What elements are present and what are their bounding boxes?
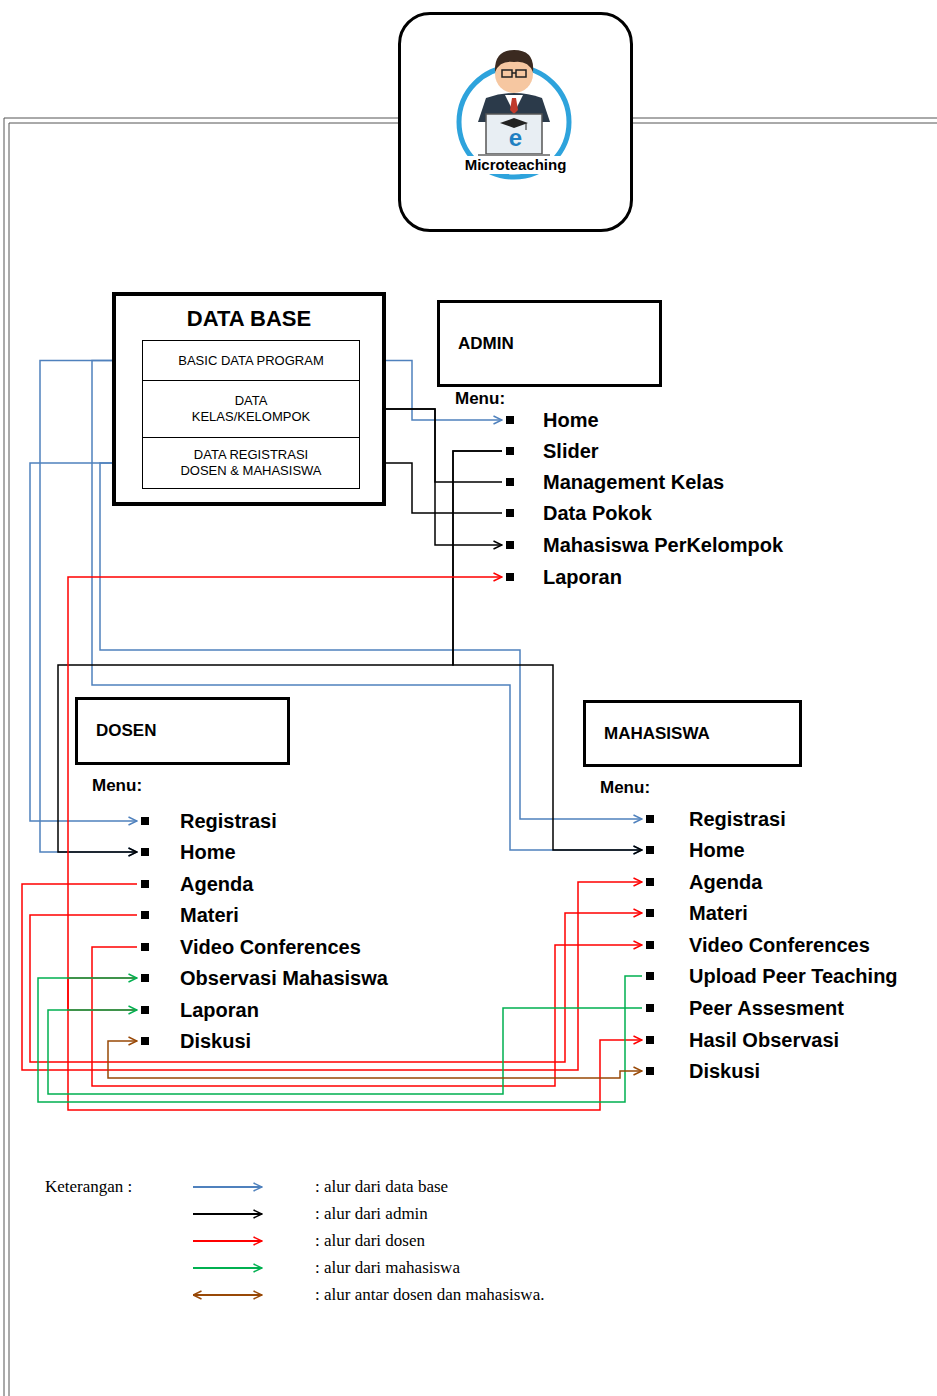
menu-label: Slider xyxy=(543,440,599,462)
legend-text: : alur dari mahasiswa xyxy=(315,1257,460,1279)
menu-label: Agenda xyxy=(689,871,762,893)
menu-label: Laporan xyxy=(180,999,259,1021)
legend-text: : alur antar dosen dan mahasiswa. xyxy=(315,1284,544,1306)
menu-label: Diskusi xyxy=(180,1030,251,1052)
page-frame xyxy=(4,118,937,1396)
menu-item: Home xyxy=(502,407,599,433)
menu-label: Registrasi xyxy=(689,808,786,830)
menu-item: Home xyxy=(137,839,236,865)
database-table: DATA REGISTRASI DOSEN & MAHASISWA xyxy=(142,437,360,489)
menu-item: Materi xyxy=(137,902,239,928)
menu-item: Agenda xyxy=(642,869,762,895)
menu-item: Registrasi xyxy=(642,806,786,832)
box-title: DATA BASE xyxy=(116,306,382,332)
menu-item: Materi xyxy=(642,900,748,926)
menu-label: Registrasi xyxy=(180,810,277,832)
menu-item: Data Pokok xyxy=(502,500,652,526)
menu-label: Materi xyxy=(689,902,748,924)
menu-item: Hasil Observasi xyxy=(642,1027,839,1053)
menu-item: Laporan xyxy=(502,564,622,590)
legend-arrow xyxy=(193,1186,262,1188)
menu-item: Home xyxy=(642,837,745,863)
flow-arrow xyxy=(30,913,642,1062)
menu-heading: Menu: xyxy=(455,389,505,409)
table-label: DATA REGISTRASI DOSEN & MAHASISWA xyxy=(172,447,330,479)
legend-arrow xyxy=(193,1240,262,1242)
menu-item: Video Conferences xyxy=(137,934,361,960)
menu-label: Materi xyxy=(180,904,239,926)
menu-label: Observasi Mahasiswa xyxy=(180,967,388,989)
menu-label: Laporan xyxy=(543,566,622,588)
menu-label: Home xyxy=(689,839,745,861)
role-title: ADMIN xyxy=(458,334,514,354)
flow-arrow xyxy=(68,978,642,1110)
menu-item: Diskusi xyxy=(137,1028,251,1054)
menu-label: Upload Peer Teaching xyxy=(689,965,898,987)
legend-arrow xyxy=(193,1213,262,1215)
menu-item: Diskusi xyxy=(642,1058,760,1084)
role-title: MAHASISWA xyxy=(604,724,710,744)
menu-item: Video Conferences xyxy=(642,932,870,958)
menu-label: Mahasiswa PerKelompok xyxy=(543,534,783,556)
menu-label: Hasil Observasi xyxy=(689,1029,839,1051)
flow-arrow xyxy=(58,451,502,852)
menu-label: Video Conferences xyxy=(689,934,870,956)
menu-label: Peer Assesment xyxy=(689,997,844,1019)
database-table: BASIC DATA PROGRAM xyxy=(142,340,360,381)
menu-item: Mahasiswa PerKelompok xyxy=(502,532,783,558)
role-box: DOSEN xyxy=(75,697,290,765)
menu-label: Diskusi xyxy=(689,1060,760,1082)
flow-arrow xyxy=(30,463,142,821)
menu-label: Agenda xyxy=(180,873,253,895)
flow-arrow xyxy=(22,882,642,1070)
menu-item: Upload Peer Teaching xyxy=(642,963,898,989)
table-label: BASIC DATA PROGRAM xyxy=(174,353,327,369)
menu-label: Data Pokok xyxy=(543,502,652,524)
flow-arrow xyxy=(48,1008,642,1094)
legend-arrow xyxy=(193,1294,262,1296)
legend-samples xyxy=(193,1187,262,1295)
logo-text: e xyxy=(509,125,522,151)
legend-text: : alur dari dosen xyxy=(315,1230,425,1252)
menu-heading: Menu: xyxy=(600,778,650,798)
menu-item: Slider xyxy=(502,438,599,464)
menu-heading: Menu: xyxy=(92,776,142,796)
menu-item: Management Kelas xyxy=(502,469,724,495)
menu-label: Home xyxy=(180,841,236,863)
menu-item: Observasi Mahasiswa xyxy=(137,965,388,991)
menu-item: Laporan xyxy=(137,997,259,1023)
menu-label: Video Conferences xyxy=(180,936,361,958)
legend-text: : alur dari admin xyxy=(315,1203,428,1225)
menu-label: Management Kelas xyxy=(543,471,724,493)
legend-arrow xyxy=(193,1267,262,1269)
role-box: ADMIN xyxy=(437,300,662,387)
logo-text: Microteaching xyxy=(462,156,570,174)
logo-figure xyxy=(401,15,630,229)
database-box: BASIC DATA PROGRAM DATA KELAS/KELOMPOK DAT… xyxy=(112,292,386,506)
menu-label: Home xyxy=(543,409,599,431)
menu-item: Peer Assesment xyxy=(642,995,844,1021)
role-box: MAHASISWA xyxy=(583,700,802,767)
menu-item: Registrasi xyxy=(137,808,277,834)
legend-text: : alur dari data base xyxy=(315,1176,448,1198)
flow-arrow xyxy=(68,577,502,1010)
flow-arrow xyxy=(92,945,642,1086)
flow-arrow xyxy=(38,976,642,1102)
legend-title: Keterangan : xyxy=(45,1176,132,1198)
table-label: DATA KELAS/KELOMPOK xyxy=(172,393,330,425)
logo-box: eMicroteaching xyxy=(398,12,633,232)
menu-item: Agenda xyxy=(137,871,253,897)
role-title: DOSEN xyxy=(96,721,156,741)
database-table: DATA KELAS/KELOMPOK xyxy=(142,380,360,438)
